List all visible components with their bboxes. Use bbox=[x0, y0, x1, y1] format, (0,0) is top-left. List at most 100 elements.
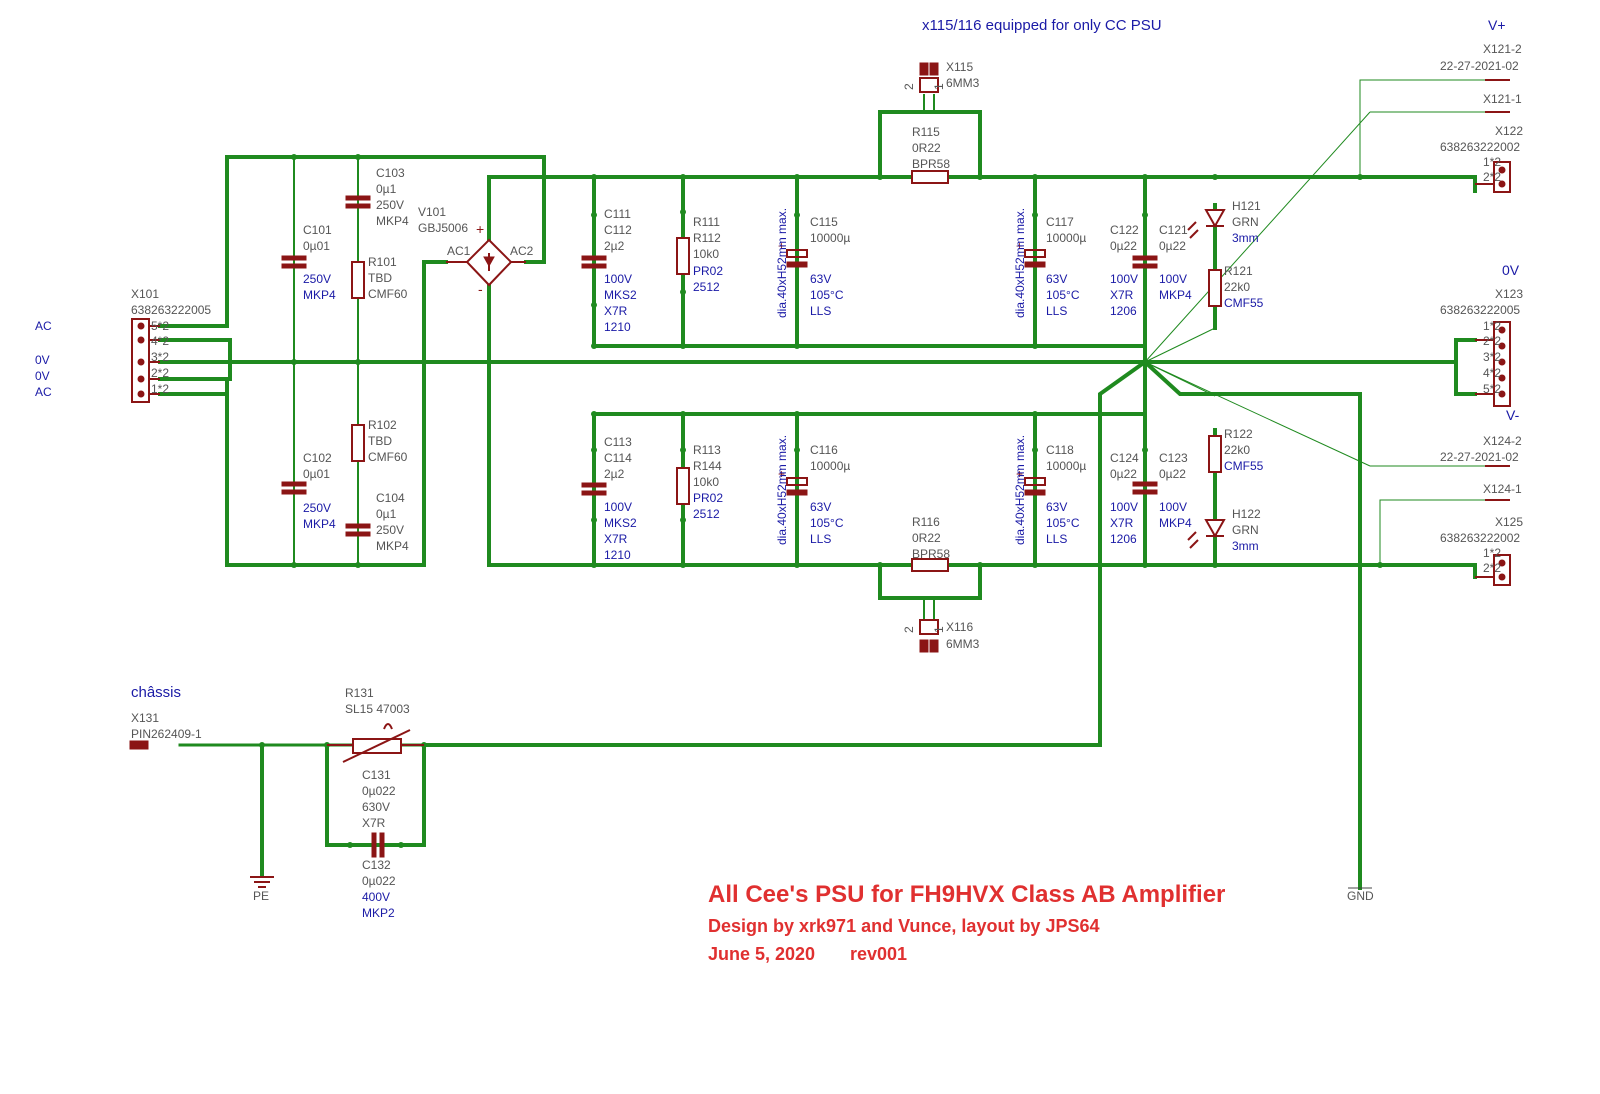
c111-v5: 1210 bbox=[604, 320, 631, 334]
x122-pin-1: 1*2 bbox=[1483, 155, 1501, 169]
c113-v4: X7R bbox=[604, 532, 628, 546]
r144-name: R144 bbox=[693, 459, 722, 473]
connector-x122 bbox=[1475, 161, 1511, 193]
c116-dim: dia.40xH52mm max. bbox=[775, 435, 789, 545]
r122-name: R122 bbox=[1224, 427, 1253, 441]
r115-v1: 0R22 bbox=[912, 141, 941, 155]
c123-v2: 100V bbox=[1159, 500, 1187, 514]
c104-v2: 250V bbox=[376, 523, 404, 537]
x123-pin-3: 3*2 bbox=[1483, 350, 1501, 364]
x101-name: X101 bbox=[131, 287, 159, 301]
r115-name: R115 bbox=[912, 125, 940, 139]
c101-v3: MKP4 bbox=[303, 288, 336, 302]
x121-2-part: 22-27-2021-02 bbox=[1440, 59, 1519, 73]
x101-pin-1: 1*2 bbox=[151, 382, 169, 396]
x101-pin-4: 4*2 bbox=[151, 334, 169, 348]
c103-name: C103 bbox=[376, 166, 405, 180]
c122-v1: 0µ22 bbox=[1110, 239, 1137, 253]
v101-minus: - bbox=[478, 281, 483, 297]
r102-name: R102 bbox=[368, 418, 397, 432]
c114-name: C114 bbox=[604, 451, 632, 465]
x125-name: X125 bbox=[1495, 515, 1523, 529]
c118-v4: LLS bbox=[1046, 532, 1067, 546]
electrolytic-capacitors: + + + + bbox=[778, 239, 1046, 496]
bridge-rectifier bbox=[446, 238, 526, 287]
r101-v2: CMF60 bbox=[368, 287, 408, 301]
x116-name: X116 bbox=[946, 620, 973, 634]
r116-name: R116 bbox=[912, 515, 940, 529]
c104-v3: MKP4 bbox=[376, 539, 409, 553]
r131-name: R131 bbox=[345, 686, 374, 700]
c123-v1: 0µ22 bbox=[1159, 467, 1186, 481]
c123-name: C123 bbox=[1159, 451, 1188, 465]
c115-v4: LLS bbox=[810, 304, 831, 318]
c124-v1: 0µ22 bbox=[1110, 467, 1137, 481]
svg-text:+: + bbox=[1016, 467, 1023, 481]
r111-v3: 2512 bbox=[693, 280, 720, 294]
c113-name: C113 bbox=[604, 435, 632, 449]
h121-v1: GRN bbox=[1232, 215, 1259, 229]
x115-part: 6MM3 bbox=[946, 76, 980, 90]
c122-name: C122 bbox=[1110, 223, 1139, 237]
c117-v1: 10000µ bbox=[1046, 231, 1086, 245]
r131-part: SL15 47003 bbox=[345, 702, 410, 716]
x121-2-name: X121-2 bbox=[1483, 42, 1522, 56]
net-vplus: V+ bbox=[1488, 17, 1506, 33]
c113-v3: MKS2 bbox=[604, 516, 637, 530]
c121-v3: MKP4 bbox=[1159, 288, 1192, 302]
net-0v-1: 0V bbox=[35, 353, 50, 367]
jumpers bbox=[919, 62, 939, 653]
x131-part: PIN262409-1 bbox=[131, 727, 202, 741]
c117-dim: dia.40xH52mm max. bbox=[1013, 208, 1027, 318]
x123-pin-5: 5*2 bbox=[1483, 382, 1501, 396]
c101-v1: 0µ01 bbox=[303, 239, 330, 253]
pin-x131 bbox=[129, 740, 149, 750]
c102-v2: 250V bbox=[303, 501, 331, 515]
svg-text:+: + bbox=[778, 239, 785, 253]
c115-name: C115 bbox=[810, 215, 838, 229]
r116-v1: 0R22 bbox=[912, 531, 941, 545]
svg-text:+: + bbox=[1016, 239, 1023, 253]
c111-v3: MKS2 bbox=[604, 288, 637, 302]
c115-v1: 10000µ bbox=[810, 231, 850, 245]
r112-name: R112 bbox=[693, 231, 721, 245]
net-pe: PE bbox=[253, 889, 269, 903]
r111-v1: 10k0 bbox=[693, 247, 719, 261]
r113-name: R113 bbox=[693, 443, 721, 457]
x101-pin-3: 3*2 bbox=[151, 350, 169, 364]
c116-v2: 63V bbox=[810, 500, 831, 514]
title-date: June 5, 2020 bbox=[708, 944, 815, 964]
x101-part: 638263222005 bbox=[131, 303, 211, 317]
x115-p1: 1 bbox=[932, 83, 946, 90]
c113-v5: 1210 bbox=[604, 548, 631, 562]
x123-part: 638263222005 bbox=[1440, 303, 1520, 317]
svg-text:+: + bbox=[778, 467, 785, 481]
title-rev: rev001 bbox=[850, 944, 907, 964]
c115-v2: 63V bbox=[810, 272, 831, 286]
c124-v2: 100V bbox=[1110, 500, 1138, 514]
c101-name: C101 bbox=[303, 223, 332, 237]
c118-v1: 10000µ bbox=[1046, 459, 1086, 473]
h122-name: H122 bbox=[1232, 507, 1261, 521]
v101-plus: + bbox=[476, 221, 484, 237]
c121-name: C121 bbox=[1159, 223, 1188, 237]
c104-v1: 0µ1 bbox=[376, 507, 397, 521]
h121-v2: 3mm bbox=[1232, 231, 1259, 245]
c116-v4: LLS bbox=[810, 532, 831, 546]
x123-name: X123 bbox=[1495, 287, 1523, 301]
pe-ground-symbol bbox=[250, 876, 274, 888]
c101-v2: 250V bbox=[303, 272, 331, 286]
r121-name: R121 bbox=[1224, 264, 1253, 278]
c111-v1: 2µ2 bbox=[604, 239, 625, 253]
c103-v3: MKP4 bbox=[376, 214, 409, 228]
c117-v2: 63V bbox=[1046, 272, 1067, 286]
junctions bbox=[259, 154, 1383, 848]
net-vminus: V- bbox=[1506, 407, 1520, 423]
net-ac-top: AC bbox=[35, 319, 52, 333]
c113-v1: 2µ2 bbox=[604, 467, 625, 481]
r122-v1: 22k0 bbox=[1224, 443, 1250, 457]
wires bbox=[158, 79, 1477, 890]
c117-name: C117 bbox=[1046, 215, 1074, 229]
c124-name: C124 bbox=[1110, 451, 1139, 465]
